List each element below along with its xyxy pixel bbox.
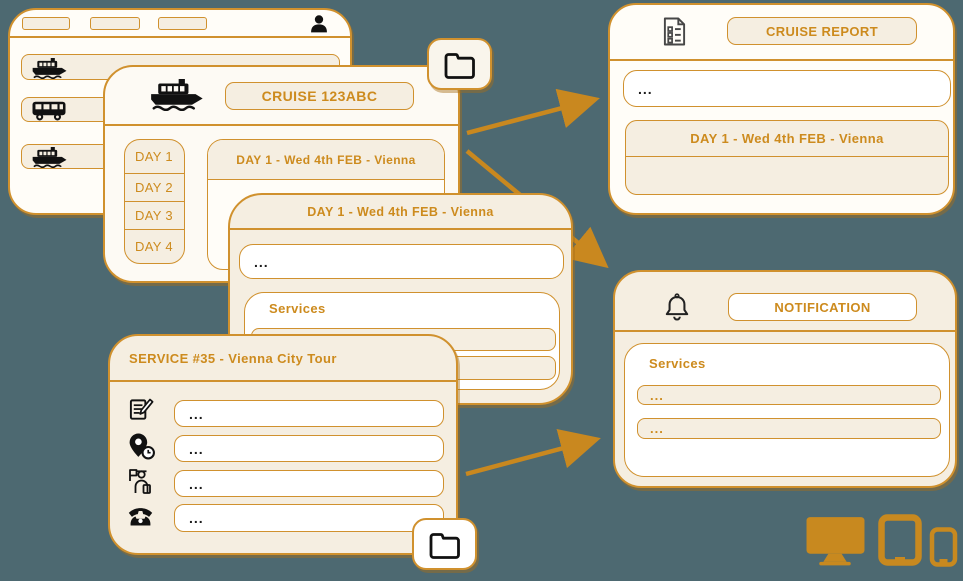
day-notes-field[interactable]: ...: [239, 244, 564, 279]
notification-header-divider: [615, 330, 955, 332]
location-time-icon: [128, 432, 155, 466]
sidebar-item-day3[interactable]: DAY 3: [125, 202, 184, 230]
cruise-report-card: CRUISE REPORT ... DAY 1 - Wed 4th FEB - …: [608, 3, 955, 215]
service-header-divider: [110, 380, 456, 382]
guide-icon: [126, 467, 154, 500]
person-icon: [311, 15, 327, 33]
desktop-icon: [806, 517, 865, 571]
phone-icon: [127, 505, 154, 532]
boat-icon: [29, 58, 69, 84]
sidebar-item-day1[interactable]: DAY 1: [125, 140, 184, 174]
sidebar-item-day4[interactable]: DAY 4: [135, 239, 173, 254]
sidebar-item-day2[interactable]: DAY 2: [125, 174, 184, 202]
service-field-notes[interactable]: ...: [174, 400, 444, 427]
report-summary-field[interactable]: ...: [623, 70, 951, 107]
notification-item-1[interactable]: ...: [637, 385, 941, 405]
day-sidebar: DAY 1 DAY 2 DAY 3 DAY 4: [124, 139, 185, 264]
report-day-section: DAY 1 - Wed 4th FEB - Vienna: [625, 120, 949, 195]
notification-title-box: NOTIFICATION: [728, 293, 917, 321]
day1-panel-title: DAY 1 - Wed 4th FEB - Vienna: [236, 152, 416, 167]
service-title: SERVICE #35 - Vienna City Tour: [129, 351, 337, 366]
arrow-to-cruise-report: [466, 88, 600, 136]
cruise-title: CRUISE 123ABC: [261, 88, 378, 104]
report-title: CRUISE REPORT: [765, 23, 879, 39]
service-field-guide[interactable]: ...: [174, 470, 444, 497]
folder-button-top[interactable]: [427, 38, 492, 90]
boat-icon: [29, 147, 69, 173]
cruise-header-divider: [105, 124, 458, 126]
services-label: Services: [269, 301, 326, 316]
service-window: SERVICE #35 - Vienna City Tour ... ..: [108, 334, 458, 555]
boat-icon: [148, 79, 204, 116]
folder-button-bottom[interactable]: [412, 518, 477, 570]
nav-tab-1[interactable]: [22, 17, 70, 30]
cruise-title-box: CRUISE 123ABC: [225, 82, 414, 110]
day1-panel-header: DAY 1 - Wed 4th FEB - Vienna: [208, 140, 444, 180]
bus-icon: [31, 100, 67, 127]
nav-tab-2[interactable]: [90, 17, 140, 30]
arrow-service-to-notification: [465, 428, 601, 477]
header-divider: [10, 36, 350, 38]
report-day-header: DAY 1 - Wed 4th FEB - Vienna: [626, 121, 948, 157]
mobile-phone-icon: [929, 527, 958, 572]
report-header-divider: [610, 59, 953, 61]
report-title-box: CRUISE REPORT: [727, 17, 917, 45]
notification-services-label: Services: [649, 356, 706, 371]
notification-card: NOTIFICATION Services ... ...: [613, 270, 957, 488]
service-field-phone[interactable]: ...: [174, 504, 444, 532]
day-detail-title: DAY 1 - Wed 4th FEB - Vienna: [307, 204, 494, 219]
tablet-icon: [878, 514, 922, 571]
folder-icon: [444, 52, 475, 79]
notification-item-2[interactable]: ...: [637, 418, 941, 439]
bell-icon: [664, 292, 690, 327]
account-button[interactable]: [309, 14, 329, 39]
nav-tab-3[interactable]: [158, 17, 207, 30]
notes-icon: [128, 397, 155, 429]
service-field-location-time[interactable]: ...: [174, 435, 444, 462]
notification-title: NOTIFICATION: [774, 299, 871, 315]
report-day-title: DAY 1 - Wed 4th FEB - Vienna: [690, 131, 884, 146]
report-icon: [662, 16, 687, 52]
notification-services-panel: Services ... ...: [624, 343, 950, 477]
folder-icon: [429, 532, 460, 559]
day-detail-header: DAY 1 - Wed 4th FEB - Vienna: [230, 195, 571, 230]
